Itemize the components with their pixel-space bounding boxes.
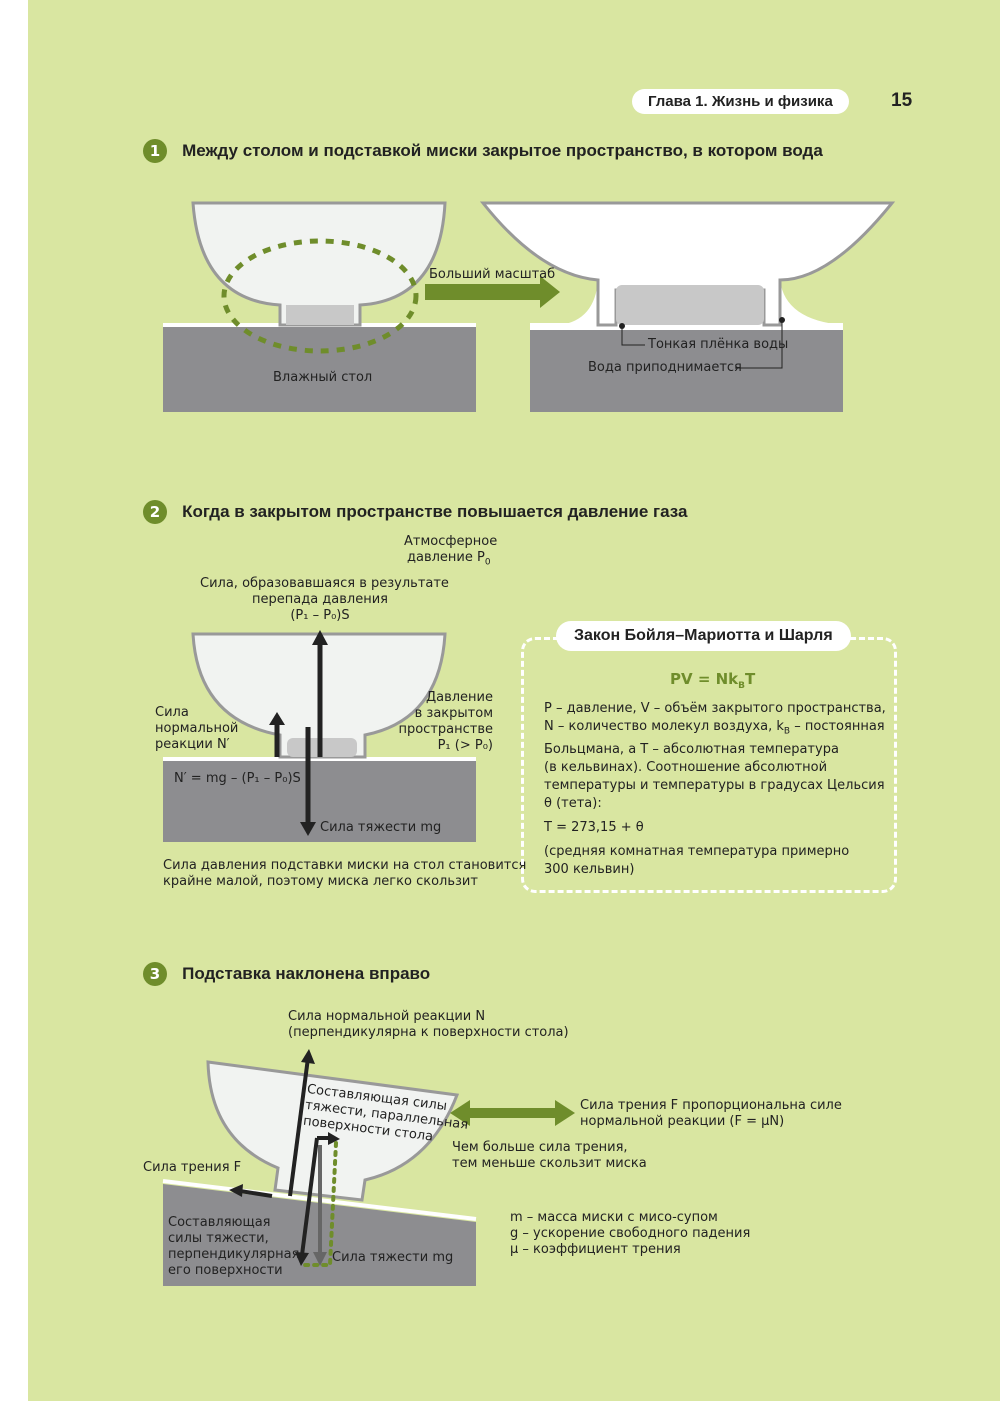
water-rises-label: Вода приподнимается: [588, 360, 742, 375]
friction-left-label: Сила трения F: [143, 1160, 242, 1175]
law-formula: PV = NkBT: [670, 670, 756, 691]
section-title: Подставка наклонена вправо: [182, 964, 431, 983]
table: [163, 326, 476, 412]
gravity-label: Сила тяжести mg: [320, 820, 442, 835]
chapter-label: Глава 1. Жизнь и физика: [632, 89, 849, 114]
normal-reaction-label: Сила нормальной реакции N(перпендикулярн…: [288, 1009, 569, 1040]
wet-table-diagram: [163, 201, 560, 412]
section-2-heading: 2 Когда в закрытом пространстве повышает…: [143, 500, 687, 524]
section-number: 2: [143, 500, 167, 524]
thin-film-label: Тонкая плёнка воды: [648, 337, 789, 352]
section-3-heading: 3 Подставка наклонена вправо: [143, 962, 430, 986]
section-2-caption: Сила давления подставки миски на стол ст…: [163, 858, 527, 889]
section-1-heading: 1 Между столом и подставкой миски закрыт…: [143, 139, 823, 163]
bowl: [191, 201, 447, 327]
double-arrow-icon: [450, 1100, 575, 1126]
law-box-title: Закон Бойля–Мариотта и Шарля: [556, 621, 851, 651]
friction-note: Чем больше сила трения,тем меньше скольз…: [452, 1140, 647, 1171]
arrow-right-icon: [425, 276, 560, 308]
section-title: Когда в закрытом пространстве повышается…: [182, 502, 688, 521]
wet-table-label: Влажный стол: [273, 370, 373, 385]
law-description: P – давление, V – объём закрытого простр…: [544, 701, 886, 877]
section-title: Между столом и подставкой миски закрытое…: [182, 141, 823, 160]
section-number: 1: [143, 139, 167, 163]
tilted-diagram: [162, 1049, 575, 1286]
section-number: 3: [143, 962, 167, 986]
pressure-diagram: [163, 630, 476, 842]
normal-equation: N′ = mg – (P₁ – P₀)S: [174, 771, 301, 786]
page-number: 15: [891, 90, 913, 111]
zoomed-diagram: [479, 201, 896, 412]
atmospheric-label: Атмосферное давление P0: [404, 534, 498, 568]
gravity-label: Сила тяжести mg: [332, 1250, 454, 1265]
zoom-circle: [221, 238, 419, 354]
larger-scale-label: Больший масштаб: [429, 267, 556, 282]
